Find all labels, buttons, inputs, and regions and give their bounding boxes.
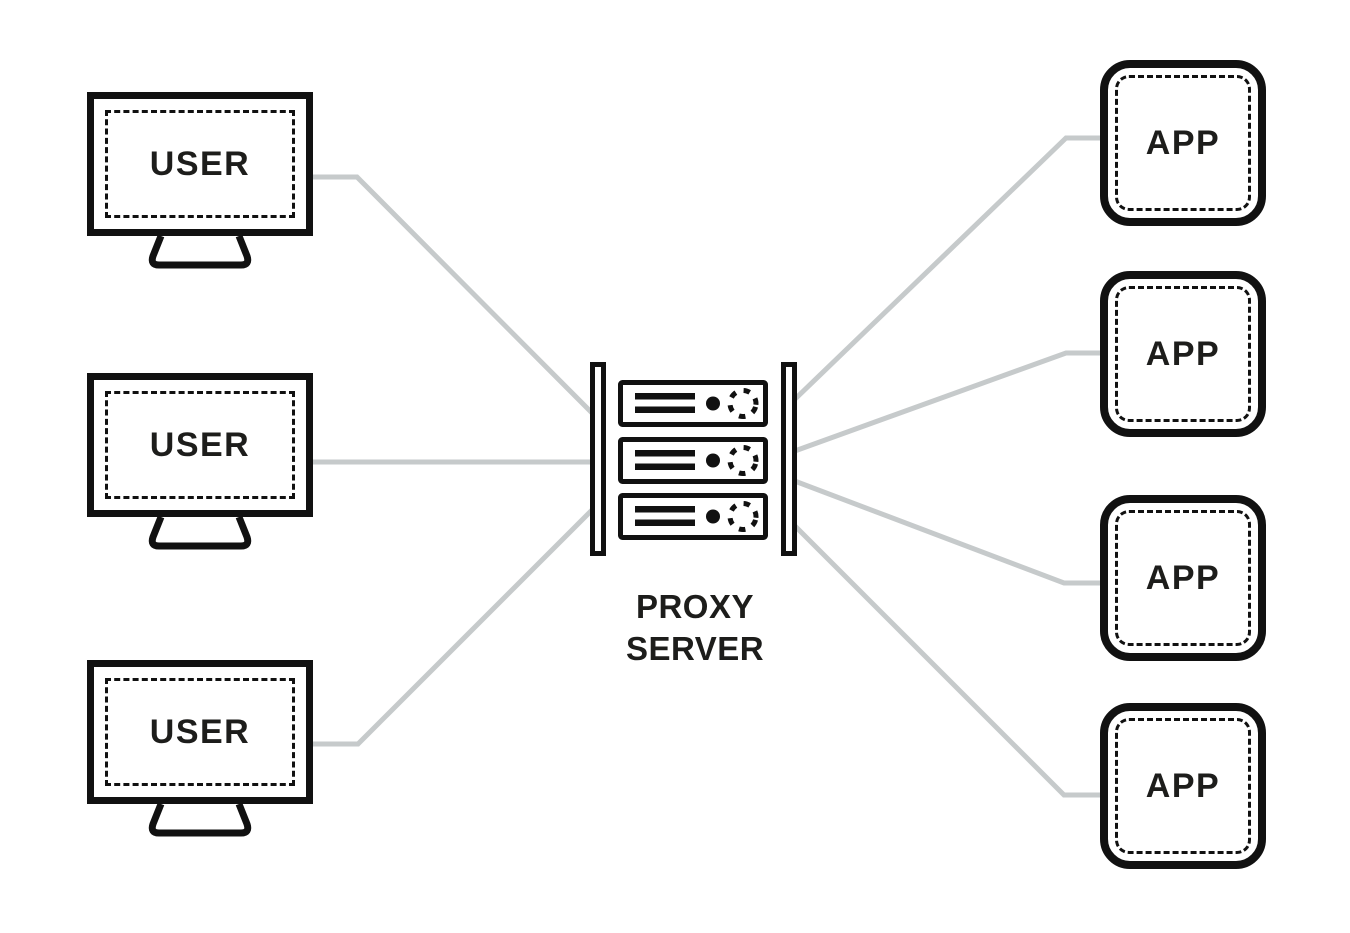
- user-label: USER: [149, 426, 251, 464]
- server-unit: [618, 493, 768, 540]
- server-rail-left: [590, 362, 606, 556]
- edge-proxy-to-app-2: [791, 350, 1104, 455]
- proxy-label-line-2: SERVER: [625, 630, 765, 667]
- proxy-server-node-label: PROXY SERVER: [565, 586, 825, 670]
- server-unit: [618, 437, 768, 484]
- app-label: APP: [1145, 559, 1221, 597]
- app-dashed-frame: APP: [1115, 286, 1251, 422]
- server-unit: [618, 380, 768, 427]
- user-label: USER: [149, 713, 251, 751]
- edge-user-3-to-proxy: [310, 500, 602, 747]
- monitor-dashed-screen: USER: [105, 110, 295, 218]
- user-node-3: USER: [87, 660, 313, 839]
- app-node-2: APP: [1100, 271, 1266, 437]
- edge-proxy-to-app-3: [791, 477, 1104, 586]
- server-rack-icon: [590, 362, 797, 556]
- monitor-dashed-screen: USER: [105, 391, 295, 499]
- app-dashed-frame: APP: [1115, 510, 1251, 646]
- monitor-dashed-screen: USER: [105, 678, 295, 786]
- app-dashed-frame: APP: [1115, 75, 1251, 211]
- monitor-icon: USER: [87, 92, 313, 236]
- app-node-1: APP: [1100, 60, 1266, 226]
- monitor-icon: USER: [87, 373, 313, 517]
- user-node-1: USER: [87, 92, 313, 271]
- user-node-2: USER: [87, 373, 313, 552]
- server-rail-right: [781, 362, 797, 556]
- monitor-stand-icon: [148, 516, 252, 550]
- monitor-stand-icon: [148, 803, 252, 837]
- app-node-4: APP: [1100, 703, 1266, 869]
- monitor-icon: USER: [87, 660, 313, 804]
- monitor-stand-icon: [148, 235, 252, 269]
- app-label: APP: [1145, 335, 1221, 373]
- proxy-label-line-1: PROXY: [635, 588, 755, 625]
- app-label: APP: [1145, 767, 1221, 805]
- app-label: APP: [1145, 124, 1221, 162]
- edge-user-1-to-proxy: [310, 174, 602, 423]
- app-dashed-frame: APP: [1115, 718, 1251, 854]
- user-label: USER: [149, 145, 251, 183]
- edge-proxy-to-app-1: [790, 135, 1104, 404]
- edge-proxy-to-app-4: [790, 521, 1104, 798]
- app-node-3: APP: [1100, 495, 1266, 661]
